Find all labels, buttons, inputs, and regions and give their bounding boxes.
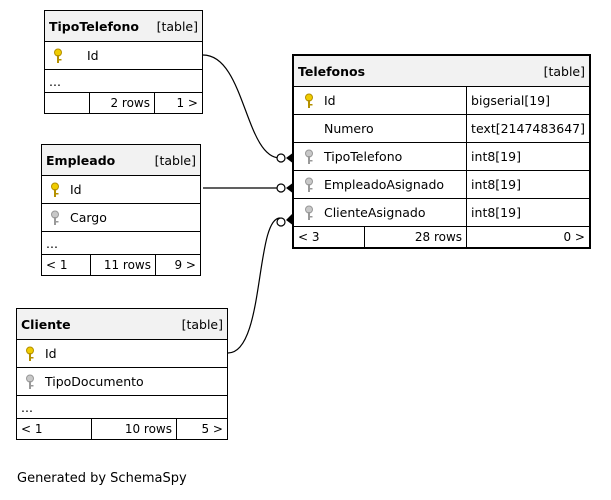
footer-right[interactable]: 5 > xyxy=(176,418,228,440)
generated-by-label: Generated by SchemaSpy xyxy=(17,471,187,486)
primary-key-icon xyxy=(50,182,60,198)
column-name: Id xyxy=(323,93,336,109)
column-row: TipoTelefono xyxy=(292,142,468,171)
table-empleado[interactable]: Empleado [table] Id Cargo ... < 1 11 row… xyxy=(41,144,201,276)
table-type: [table] xyxy=(543,63,585,79)
footer-left[interactable]: < 1 xyxy=(16,418,92,440)
link-empleado-end xyxy=(276,183,286,193)
column-type: int8[19] xyxy=(466,142,590,171)
column-row: Id xyxy=(44,41,203,70)
column-type: int8[19] xyxy=(466,170,590,199)
column-name: ClienteAsignado xyxy=(323,205,426,221)
no-key-spacer xyxy=(304,121,314,137)
table-telefonos[interactable]: Telefonos [table] Id bigserial[19] Numer… xyxy=(292,54,591,249)
link-tipotelefono-end xyxy=(276,153,286,163)
foreign-key-icon xyxy=(25,374,35,390)
table-type: [table] xyxy=(181,316,223,332)
column-row: EmpleadoAsignado xyxy=(292,170,468,199)
primary-key-icon xyxy=(25,346,35,362)
foreign-key-icon xyxy=(304,205,314,221)
column-ellipsis: ... xyxy=(16,395,228,419)
link-tipotelefono xyxy=(202,54,281,159)
table-header: Cliente [table] xyxy=(16,308,228,340)
column-name: EmpleadoAsignado xyxy=(323,177,445,193)
table-header: TipoTelefono [table] xyxy=(44,10,203,42)
column-ellipsis: ... xyxy=(44,69,203,93)
foreign-key-icon xyxy=(304,149,314,165)
table-name: Cliente xyxy=(21,316,71,332)
table-cliente[interactable]: Cliente [table] Id TipoDocumento ... < 1… xyxy=(16,308,228,440)
column-row: Id xyxy=(41,175,201,204)
column-name: Cargo xyxy=(69,210,107,226)
footer-rows: 11 rows xyxy=(90,254,156,276)
footer-right[interactable]: 0 > xyxy=(466,226,590,248)
table-name: Empleado xyxy=(46,152,116,168)
column-ellipsis: ... xyxy=(41,231,201,255)
column-name: Id xyxy=(86,48,99,64)
footer-right[interactable]: 1 > xyxy=(154,92,203,114)
column-row: Id xyxy=(292,86,468,115)
table-tipotelefono[interactable]: TipoTelefono [table] Id ... 2 rows 1 > xyxy=(44,10,203,114)
column-row: TipoDocumento xyxy=(16,367,228,396)
column-name: TipoDocumento xyxy=(44,374,144,390)
column-row: Id xyxy=(16,339,228,368)
footer-right[interactable]: 9 > xyxy=(155,254,201,276)
column-name: Id xyxy=(69,182,82,198)
column-type: bigserial[19] xyxy=(466,86,590,115)
column-row: Numero xyxy=(292,114,468,143)
footer-rows: 28 rows xyxy=(363,226,468,248)
primary-key-icon xyxy=(304,93,314,109)
table-name: Telefonos xyxy=(298,63,366,79)
link-cliente xyxy=(227,217,281,354)
table-header: Telefonos [table] xyxy=(293,55,590,87)
footer-left[interactable] xyxy=(44,92,90,114)
table-header: Empleado [table] xyxy=(41,144,201,176)
column-type: int8[19] xyxy=(466,198,590,227)
foreign-key-icon xyxy=(304,177,314,193)
table-type: [table] xyxy=(156,18,198,34)
link-cliente-end xyxy=(276,217,286,227)
column-row: Cargo xyxy=(41,203,201,232)
primary-key-icon xyxy=(53,48,63,64)
table-type: [table] xyxy=(154,152,196,168)
column-name: Id xyxy=(44,346,57,362)
column-row: ClienteAsignado xyxy=(292,198,468,227)
column-type: text[2147483647] xyxy=(466,114,590,143)
footer-rows: 2 rows xyxy=(89,92,155,114)
foreign-key-icon xyxy=(50,210,60,226)
column-name: TipoTelefono xyxy=(323,149,403,165)
table-name: TipoTelefono xyxy=(49,18,139,34)
column-name: Numero xyxy=(323,121,374,137)
footer-left[interactable]: < 1 xyxy=(41,254,91,276)
footer-rows: 10 rows xyxy=(91,418,177,440)
footer-left[interactable]: < 3 xyxy=(293,226,365,248)
